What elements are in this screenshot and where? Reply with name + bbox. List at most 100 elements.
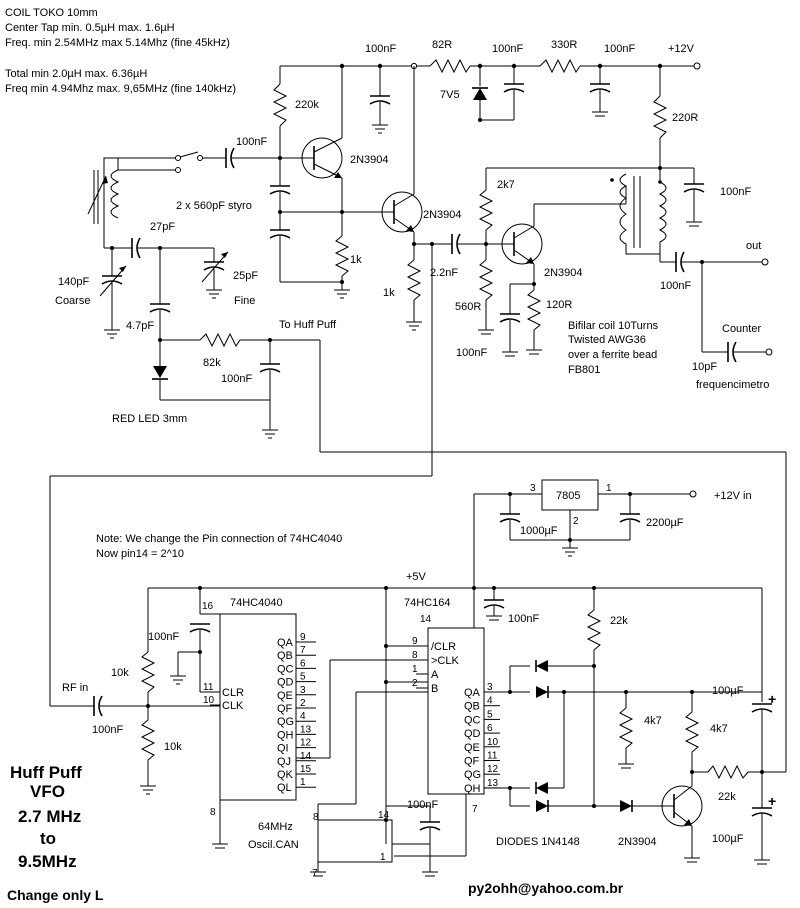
- res-4k7-a-label: 4k7: [644, 715, 662, 727]
- ic2-input-pin-name: >CLK: [431, 655, 459, 667]
- cap-100nf-k-label: 100nF: [92, 724, 123, 736]
- ic2-pin14: 14: [420, 614, 432, 625]
- cap-100nf-c-label: 100nF: [604, 43, 635, 55]
- cap-2200uf-label: 2200µF: [646, 517, 684, 529]
- styro-label: 2 x 560pF styro: [176, 200, 252, 212]
- regulator-label: 7805: [556, 490, 580, 502]
- ic1-output-pin-name: QF: [277, 703, 293, 715]
- transistor-q3: [499, 203, 626, 357]
- ic2-output-pin-number: 3: [487, 682, 493, 693]
- ic2-output-pin-number: 13: [487, 778, 499, 789]
- rf-input-divider: [50, 588, 156, 795]
- reg-pin3: 3: [530, 483, 536, 494]
- res-220r-label: 220R: [672, 112, 698, 124]
- coil-line3: Freq. min 2.54MHz max 5.14Mhz (fine 45kH…: [5, 37, 230, 49]
- ic2-output-pin-name: QD: [464, 728, 481, 740]
- zener-label: 7V5: [440, 89, 460, 101]
- diodes-label: DIODES 1N4148: [496, 836, 580, 848]
- bifilar-transformer: [610, 167, 773, 363]
- cap-100nf-j-label: 100nF: [508, 613, 539, 625]
- res-10k-a-label: 10k: [111, 667, 129, 679]
- cap-100nf-g-label: 100nF: [221, 373, 252, 385]
- cap-100nf-l-label: 100nF: [407, 799, 438, 811]
- cap-100uf-b-label: 100µF: [712, 833, 744, 845]
- ic1-label: 74HC4040: [230, 597, 283, 609]
- cap-100nf-i-label: 100nF: [148, 631, 179, 643]
- reg-pin2: 2: [573, 516, 579, 527]
- led-varactor: [152, 332, 787, 772]
- q2-label: 2N3904: [423, 209, 462, 221]
- diode-pump: [484, 588, 762, 812]
- cap-4p7-label: 4.7pF: [126, 320, 154, 332]
- osc-pin14: 14: [378, 810, 390, 821]
- cap-140pf-label: 140pF: [58, 276, 89, 288]
- cap-decoupling-3: [589, 66, 611, 117]
- q1-label: 2N3904: [350, 154, 389, 166]
- ic2-input-pin-number: 2: [412, 678, 418, 689]
- osc-can-label: Oscil.CAN: [248, 839, 299, 851]
- res-2k7-label: 2k7: [497, 179, 515, 191]
- osc-freq-label: 64MHz: [258, 821, 293, 833]
- tuning-caps: [99, 230, 229, 340]
- cap-100nf-f-label: 100nF: [456, 347, 487, 359]
- cap-2n2-label: 2.2nF: [430, 267, 458, 279]
- bifilar-note-4: FB801: [568, 364, 600, 376]
- counter-label: Counter: [722, 323, 761, 335]
- ic2-output-pin-number: 4: [487, 696, 493, 707]
- ic2-output-pin-name: QG: [464, 769, 481, 781]
- res-220k: [272, 66, 288, 160]
- transistor-q1: [280, 66, 343, 212]
- regulator-7805: [473, 479, 697, 588]
- out-label: out: [746, 240, 761, 252]
- ic2-output-pin-name: QA: [464, 687, 481, 699]
- transistor-q2: [340, 66, 423, 244]
- osc-pin8: 8: [313, 812, 319, 823]
- ic1-output-pin-name: QG: [277, 716, 294, 728]
- plus5v-label: +5V: [406, 571, 427, 583]
- ic2-output-pin-name: QF: [464, 756, 480, 768]
- buffer-stage: [49, 167, 660, 706]
- ic-74hc4040: [148, 588, 297, 844]
- ic1-output-pin-name: QK: [277, 769, 294, 781]
- ic2-output-pin-number: 12: [487, 764, 499, 775]
- ic2-output-pin-number: 5: [487, 709, 493, 720]
- res-1k-b-label: 1k: [383, 287, 395, 299]
- ic1-output-pin-name: QD: [277, 677, 294, 689]
- res-4k7-b-label: 4k7: [710, 723, 728, 735]
- led-label: RED LED 3mm: [112, 413, 187, 425]
- ic1-output-pin-number: 7: [300, 645, 306, 656]
- ic1-output-pin-number: 1: [300, 777, 306, 788]
- styro-caps: [269, 160, 342, 283]
- huff-puff-label: To Huff Puff: [279, 319, 337, 331]
- cap-100nf-e-label: 100nF: [720, 186, 751, 198]
- ic2-output-pin-number: 11: [487, 751, 498, 762]
- title-subtitle: Change only L: [7, 887, 104, 903]
- res-1k-emitter: [334, 212, 350, 299]
- ic1-output-pin-number: 14: [300, 751, 312, 762]
- ic1-output-pin-number: 15: [300, 764, 312, 775]
- author-email: py2ohh@yahoo.com.br: [468, 880, 624, 896]
- res-10k-b-label: 10k: [164, 741, 182, 753]
- title-line1: Huff Puff: [10, 763, 82, 782]
- ic1-output-pin-number: 12: [300, 738, 312, 749]
- bifilar-note-3: over a ferrite bead: [568, 349, 657, 361]
- res-22k-b-label: 22k: [718, 791, 736, 803]
- ic2-input-pin-number: 1: [412, 664, 418, 675]
- vin-label: +12V in: [714, 490, 752, 502]
- osc-pin1: 1: [380, 852, 386, 863]
- fine-label: Fine: [234, 295, 255, 307]
- cap-100uf-a-label: 100µF: [712, 685, 744, 697]
- cap-100nf-b-label: 100nF: [492, 43, 523, 55]
- ic2-label: 74HC164: [404, 597, 450, 609]
- top-supply-rail: [280, 58, 701, 74]
- toko-coil: [87, 157, 120, 230]
- ic2-output-pin-name: QH: [464, 783, 481, 795]
- res-220k-label: 220k: [295, 99, 319, 111]
- ic2-input-pin-number: 9: [412, 636, 418, 647]
- ic1-output-pin-number: 2: [300, 698, 306, 709]
- bifilar-note-2: Twisted AWG36: [568, 334, 646, 346]
- q4-label: 2N3904: [618, 836, 657, 848]
- q3-label: 2N3904: [544, 267, 583, 279]
- coarse-label: Coarse: [55, 295, 90, 307]
- ic1-output-pin-number: 9: [300, 632, 306, 643]
